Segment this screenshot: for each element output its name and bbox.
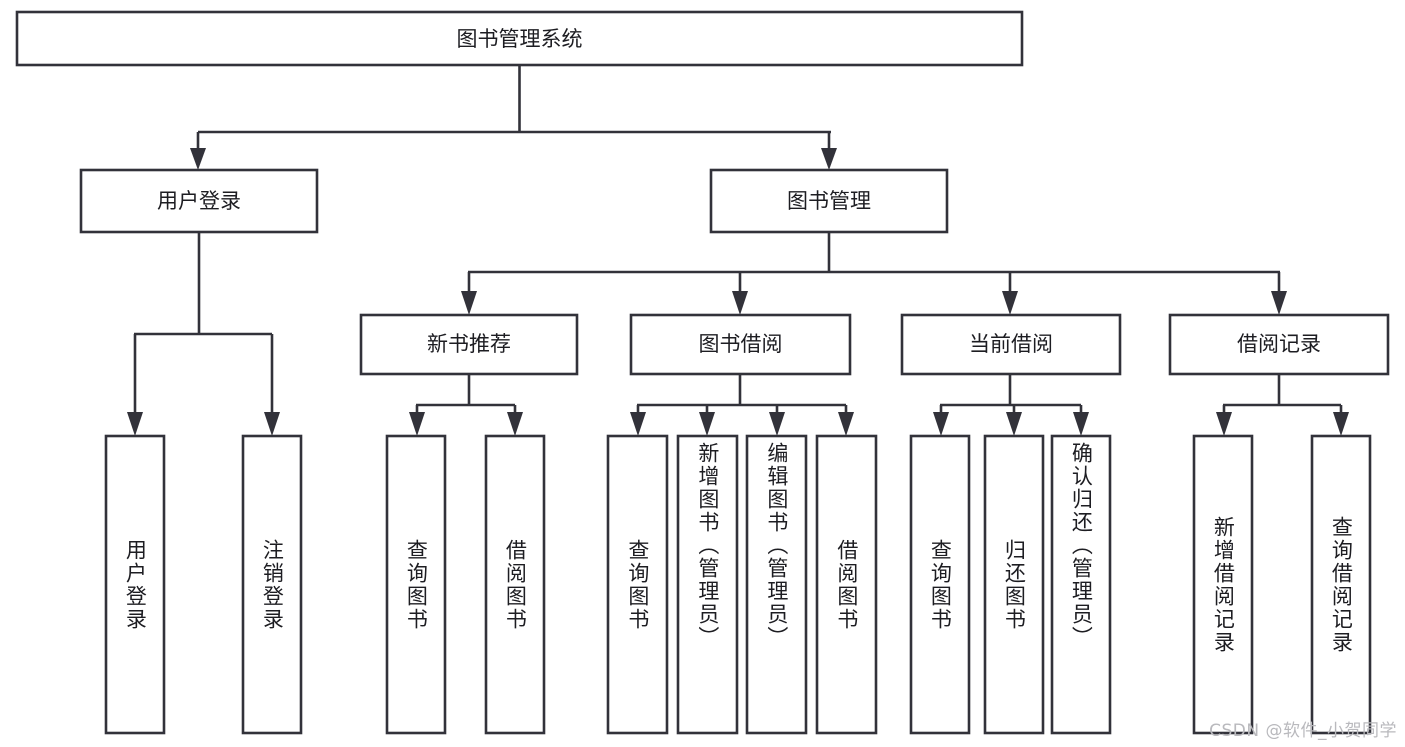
node-leaf-query-book-box[interactable] — [606, 434, 669, 735]
node-leaf-add-book-box[interactable] — [676, 434, 739, 735]
node-new-book-rec-box[interactable] — [359, 313, 579, 376]
arrow-head-leaf-query-book-rec — [409, 412, 425, 436]
arrow-head-borrow-record — [1271, 291, 1287, 315]
node-leaf-borrow-book-box[interactable] — [815, 434, 878, 735]
arrow-head-leaf-query-book-cur — [933, 412, 949, 436]
node-book-borrow-label: 图书借阅 — [699, 332, 783, 356]
node-user-login-box[interactable] — [79, 168, 319, 234]
node-leaf-query-record-box[interactable] — [1310, 434, 1372, 735]
arrow-head-leaf-borrow-book — [838, 412, 854, 436]
node-leaf-confirm-return-box[interactable] — [1050, 434, 1112, 735]
node-new-book-rec-label: 新书推荐 — [427, 332, 511, 356]
node-root-label: 图书管理系统 — [457, 27, 583, 51]
node-leaf-add-record-box[interactable] — [1192, 434, 1254, 735]
node-leaf-user-logout-box[interactable] — [241, 434, 303, 735]
arrow-head-leaf-user-login — [127, 412, 143, 436]
node-leaf-borrow-book-rec-box[interactable] — [484, 434, 546, 735]
node-book-manage-label: 图书管理 — [787, 189, 871, 213]
node-borrow-record-box[interactable] — [1168, 313, 1390, 376]
arrow-head-leaf-query-record — [1333, 412, 1349, 436]
node-current-borrow-box[interactable] — [900, 313, 1122, 376]
node-leaf-return-book-box[interactable] — [983, 434, 1045, 735]
arrow-head-leaf-edit-book — [769, 412, 785, 436]
arrow-head-leaf-user-logout — [264, 412, 280, 436]
node-leaf-edit-book-box[interactable] — [745, 434, 808, 735]
arrow-head-user-login — [190, 148, 206, 170]
node-root-box[interactable] — [15, 10, 1024, 67]
node-current-borrow-label: 当前借阅 — [969, 332, 1053, 356]
csdn-watermark: CSDN @软件_小贺同学 — [1209, 721, 1397, 741]
arrow-head-current-borrow — [1002, 291, 1018, 315]
arrow-head-leaf-confirm-return — [1073, 412, 1089, 436]
connector-group — [127, 65, 1349, 436]
node-user-login-label: 用户登录 — [157, 189, 241, 213]
arrow-head-leaf-query-book — [630, 412, 646, 436]
arrow-head-book-borrow — [732, 291, 748, 315]
node-leaf-query-book-rec-box[interactable] — [385, 434, 447, 735]
arrow-head-leaf-borrow-book-rec — [507, 412, 523, 436]
arrow-head-new-book-rec — [461, 291, 477, 315]
arrow-head-leaf-return-book — [1006, 412, 1022, 436]
node-borrow-record-label: 借阅记录 — [1237, 332, 1321, 356]
arrow-head-leaf-add-book — [699, 412, 715, 436]
node-leaf-query-book-cur-box[interactable] — [909, 434, 971, 735]
node-group: 图书管理系统 用户登录 图书管理 新书推荐 图书借阅 当前借阅 借阅记录 — [15, 10, 1390, 735]
node-book-borrow-box[interactable] — [629, 313, 852, 376]
arrow-head-book-manage — [821, 148, 837, 170]
node-leaf-user-login-box[interactable] — [104, 434, 166, 735]
node-book-manage-box[interactable] — [709, 168, 949, 234]
arrow-head-leaf-add-record — [1216, 412, 1232, 436]
